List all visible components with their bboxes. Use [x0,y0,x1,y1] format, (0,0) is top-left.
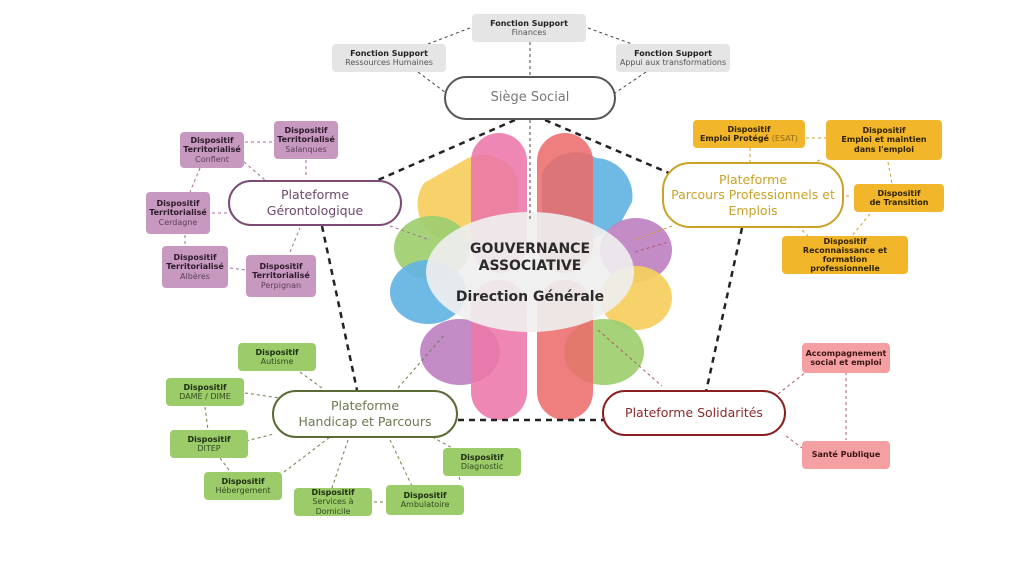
dispositif-hebergement[interactable]: Dispositif Hébergement [204,472,282,500]
connector-geronto-handicap [320,225,359,391]
support-finances[interactable]: Fonction Support Finances [472,14,586,42]
dispositif-conflent[interactable]: Dispositif Territorialisé Conflent [180,132,244,168]
accompagnement-social-emploi[interactable]: Accompagnement social et emploi [802,343,890,373]
dispositif-emploi-maintien[interactable]: Dispositif Emploi et maintien dans l'emp… [826,120,942,160]
geronto-connectors [184,141,431,271]
plateforme-handicap-node[interactable]: Plateforme Handicap et Parcours [272,390,458,438]
support-transformations[interactable]: Fonction Support Appui aux transformatio… [616,44,730,72]
dispositif-salanques[interactable]: Dispositif Territorialisé Salanques [274,121,338,159]
center-cloud [426,212,634,332]
dispositif-alberes[interactable]: Dispositif Territorialisé Albères [162,246,228,288]
plateforme-professionnels-node[interactable]: Plateforme Parcours Professionnels et Em… [662,162,844,228]
handicap-connectors [204,333,461,503]
dispositif-perpignan[interactable]: Dispositif Territorialisé Perpignan [246,255,316,297]
connector-siege-geronto [377,118,516,182]
direction-generale: Direction Générale [455,288,605,305]
plateforme-gerontologique-node[interactable]: Plateforme Gérontologique [228,180,402,226]
thin-connectors [417,27,647,220]
governance-line-1: GOUVERNANCE [469,241,591,258]
connector-pro-solidarites [704,227,744,393]
dispositif-transition[interactable]: Dispositif de Transition [854,184,944,212]
sante-publique[interactable]: Santé Publique [802,441,890,469]
solidarites-connectors [597,241,847,449]
dispositif-reconnaissance[interactable]: Dispositif Reconnaissance et formation p… [782,236,908,274]
main-connectors [320,118,744,422]
dispositif-cerdagne[interactable]: Dispositif Territorialisé Cerdagne [146,192,210,234]
dispositif-ambulatoire[interactable]: Dispositif Ambulatoire [386,485,464,515]
dispositif-autisme[interactable]: Dispositif Autisme [238,343,316,371]
flower-logo [390,133,672,420]
center-governance: GOUVERNANCE ASSOCIATIVE Direction Généra… [430,218,630,328]
dispositif-dame-dime[interactable]: Dispositif DAME / DIME [166,378,244,406]
dispositif-services-domicile[interactable]: Dispositif Services à Domicile [294,488,372,516]
support-rh[interactable]: Fonction Support Ressources Humaines [332,44,446,72]
plateforme-solidarites-node[interactable]: Plateforme Solidarités [602,390,786,436]
governance-line-2: ASSOCIATIVE [478,258,582,274]
dispositif-diagnostic[interactable]: Dispositif Diagnostic [443,448,521,476]
connector-siege-pro [544,118,691,184]
dispositif-esat[interactable]: Dispositif Emploi Protégé (ESAT) [693,120,805,148]
dispositif-ditep[interactable]: Dispositif DITEP [170,430,248,458]
siege-social-node[interactable]: Siège Social [444,76,616,120]
